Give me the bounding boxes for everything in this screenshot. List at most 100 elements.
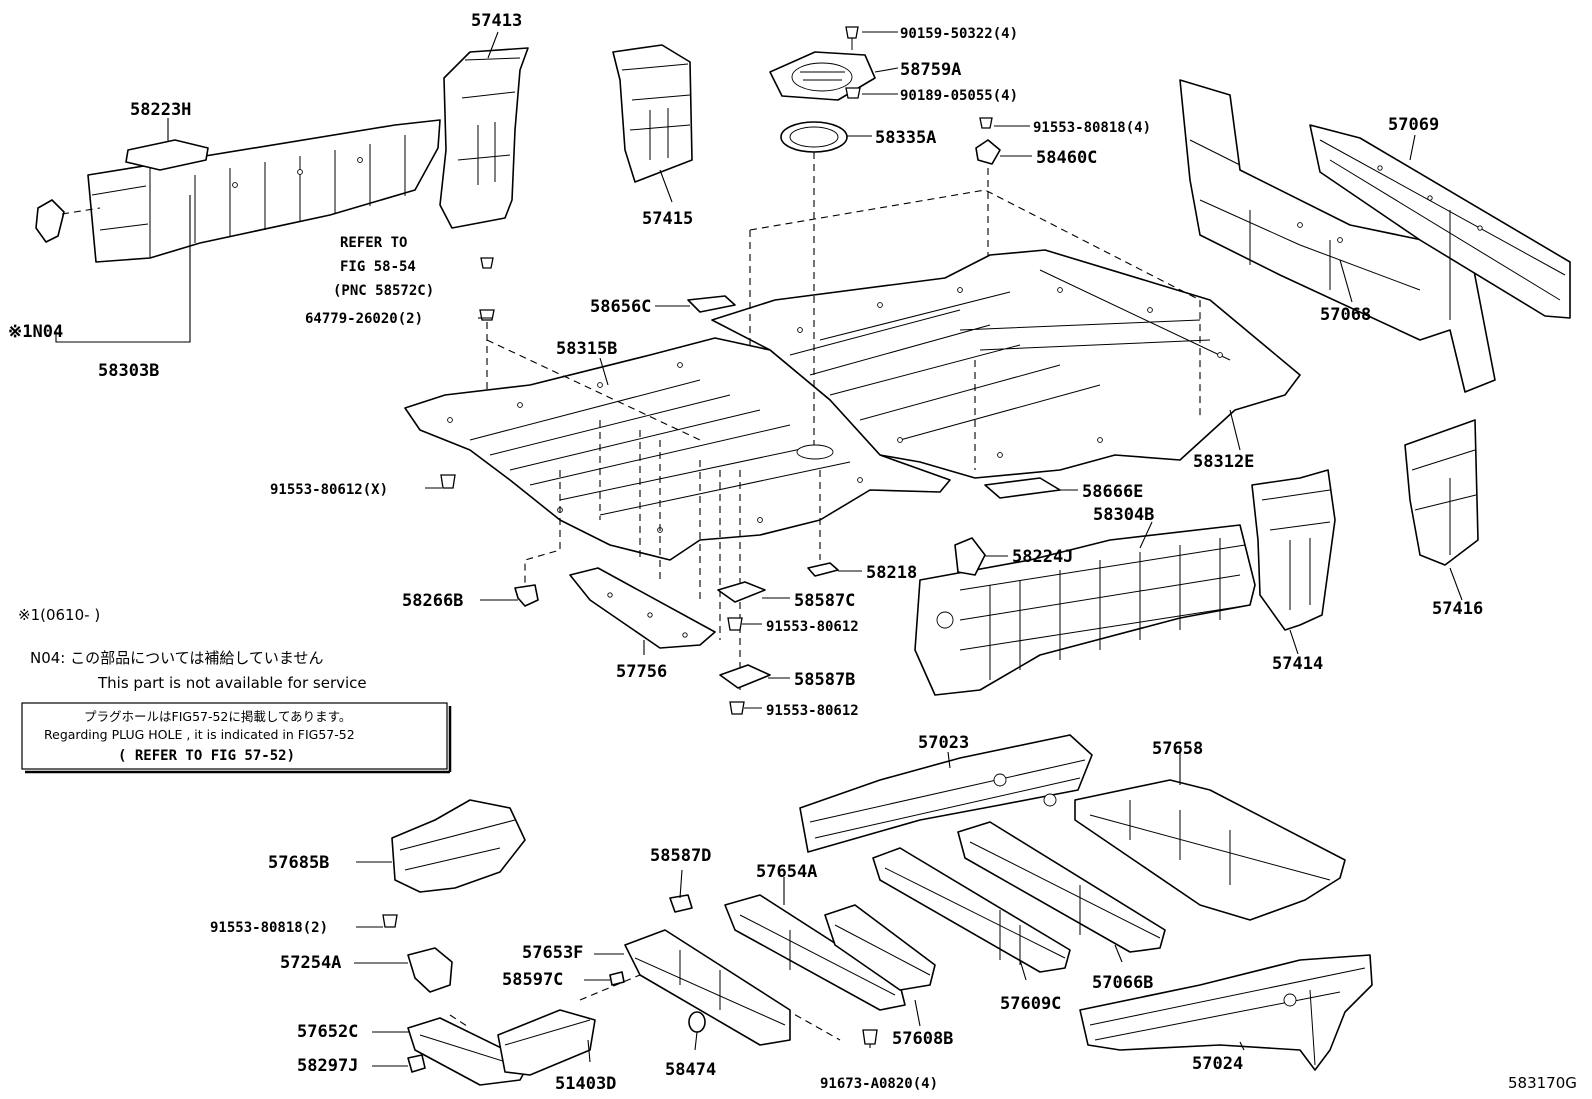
plug-hole-note-box: プラグホールはFIG57-52に掲載してあります。 Regarding PLUG…	[21, 702, 452, 774]
part-57254A-drawing	[407, 947, 453, 993]
label-57413: 57413	[471, 11, 522, 31]
label-58312E: 58312E	[1193, 452, 1254, 472]
label-58587B: 58587B	[794, 670, 855, 690]
label-58224J: 58224J	[1012, 547, 1073, 567]
part-58572C-clip-drawing	[480, 257, 494, 269]
part-57066B-drawing	[957, 821, 1166, 953]
part-57414-drawing	[1251, 469, 1336, 631]
label-57652C: 57652C	[297, 1022, 358, 1042]
part-58335A-drawing	[780, 121, 848, 153]
label-57416: 57416	[1432, 599, 1483, 619]
label-57023: 57023	[918, 733, 969, 753]
part-58304B-drawing	[914, 524, 1256, 696]
label-57254A: 57254A	[280, 953, 341, 973]
label-58304B: 58304B	[1093, 505, 1154, 525]
part-57413-drawing	[439, 47, 529, 229]
part-58460C-drawing	[975, 139, 1001, 260]
part-91553-80612b-bolt-drawing	[729, 701, 745, 715]
plug-note-line1: プラグホールはFIG57-52に掲載してあります。	[84, 709, 351, 724]
plug-note-line3: ( REFER TO FIG 57-52)	[118, 748, 295, 764]
label-57415: 57415	[642, 209, 693, 229]
label-57068: 57068	[1320, 305, 1371, 325]
n04-note-label: N04: この部品については補給していません	[30, 649, 323, 667]
label-57024: 57024	[1192, 1054, 1243, 1074]
part-57756-drawing	[569, 567, 716, 649]
refer-note-line2: FIG 58-54	[340, 259, 416, 275]
part-58474-drawing	[688, 1011, 706, 1033]
part-91553-80612a-bolt-drawing	[727, 617, 743, 631]
part-57416-drawing	[1404, 419, 1479, 566]
label-91673-A0820: 91673-A0820(4)	[820, 1076, 938, 1092]
part-58587D-drawing	[669, 894, 693, 913]
part-91553-80612X-bolt-drawing	[440, 474, 456, 489]
label-N04: ※1N04	[8, 322, 63, 342]
label-91553-80818-2: 91553-80818(2)	[210, 920, 328, 936]
label-58223H: 58223H	[130, 100, 191, 120]
part-58587B-drawing	[719, 664, 771, 689]
label-58587D: 58587D	[650, 846, 711, 866]
part-58297J-drawing	[407, 1054, 426, 1073]
label-58759A: 58759A	[900, 60, 961, 80]
part-57068-drawing	[1179, 79, 1496, 393]
part-58303B-drawing	[87, 119, 441, 263]
part-91673-bolt-drawing	[862, 1029, 878, 1045]
part-58266B-drawing	[514, 584, 539, 607]
assembly-dashed-lines	[449, 152, 1201, 1041]
label-57069: 57069	[1388, 115, 1439, 135]
part-57415-drawing	[612, 44, 693, 183]
part-51403D-drawing	[497, 1009, 596, 1076]
figure-code: 583170G	[1508, 1074, 1577, 1092]
label-64779-26020: 64779-26020(2)	[305, 311, 423, 327]
label-51403D: 51403D	[555, 1074, 616, 1094]
part-57658-drawing	[1074, 779, 1346, 921]
label-58587C: 58587C	[794, 591, 855, 611]
part-58218-drawing	[807, 562, 839, 577]
part-58666E-drawing	[984, 477, 1061, 499]
label-90189-05055: 90189-05055(4)	[900, 88, 1018, 104]
part-57653F-drawing	[624, 929, 791, 1046]
part-57023-drawing	[799, 734, 1093, 853]
refer-note-line1: REFER TO	[340, 235, 407, 251]
refer-note-line3: (PNC 58572C)	[333, 283, 434, 299]
part-57608B-drawing	[824, 904, 936, 991]
label-58303B: 58303B	[98, 361, 159, 381]
n04-note-english: This part is not available for service	[97, 674, 367, 692]
leader-lines	[55, 31, 1463, 1067]
label-58315B: 58315B	[556, 339, 617, 359]
label-57066B: 57066B	[1092, 973, 1153, 993]
part-90189-bolt-drawing	[845, 87, 861, 99]
label-57756: 57756	[616, 662, 667, 682]
part-58587C-drawing	[717, 581, 766, 603]
label-58597C: 58597C	[502, 970, 563, 990]
part-58597C-drawing	[609, 971, 625, 986]
label-58666E: 58666E	[1082, 482, 1143, 502]
part-57685B-drawing	[391, 799, 526, 893]
label-57658: 57658	[1152, 739, 1203, 759]
part-58656C-drawing	[687, 295, 736, 313]
label-91553-80612-b: 91553-80612	[766, 703, 859, 719]
part-58223H-drawing	[125, 139, 209, 171]
applicability-note: ※1(0610- )	[18, 606, 100, 624]
label-57608B: 57608B	[892, 1029, 953, 1049]
part-57069-drawing	[1309, 124, 1571, 320]
label-57654A: 57654A	[756, 862, 817, 882]
label-58266B: 58266B	[402, 591, 463, 611]
label-58460C: 58460C	[1036, 148, 1097, 168]
part-57024-drawing	[1079, 954, 1373, 1071]
label-58297J: 58297J	[297, 1056, 358, 1076]
label-57414: 57414	[1272, 654, 1323, 674]
label-58335A: 58335A	[875, 128, 936, 148]
part-N04-drawing	[35, 199, 101, 243]
part-91553-80818-bolt-drawing	[979, 117, 993, 129]
part-91553-80818-2-bolt-drawing	[382, 914, 398, 928]
label-90159-50322: 90159-50322(4)	[900, 26, 1018, 42]
part-57654A-drawing	[724, 894, 906, 1011]
label-58474: 58474	[665, 1060, 716, 1080]
callout-labels: 57413 58223H 57415 90159-50322(4) 58759A…	[8, 11, 1577, 1094]
part-90159-bolt-drawing	[845, 26, 859, 50]
label-57653F: 57653F	[522, 943, 583, 963]
label-91553-80818-4: 91553-80818(4)	[1033, 120, 1151, 136]
plug-note-line2: Regarding PLUG HOLE , it is indicated in…	[44, 727, 355, 742]
part-57609C-drawing	[872, 847, 1071, 973]
